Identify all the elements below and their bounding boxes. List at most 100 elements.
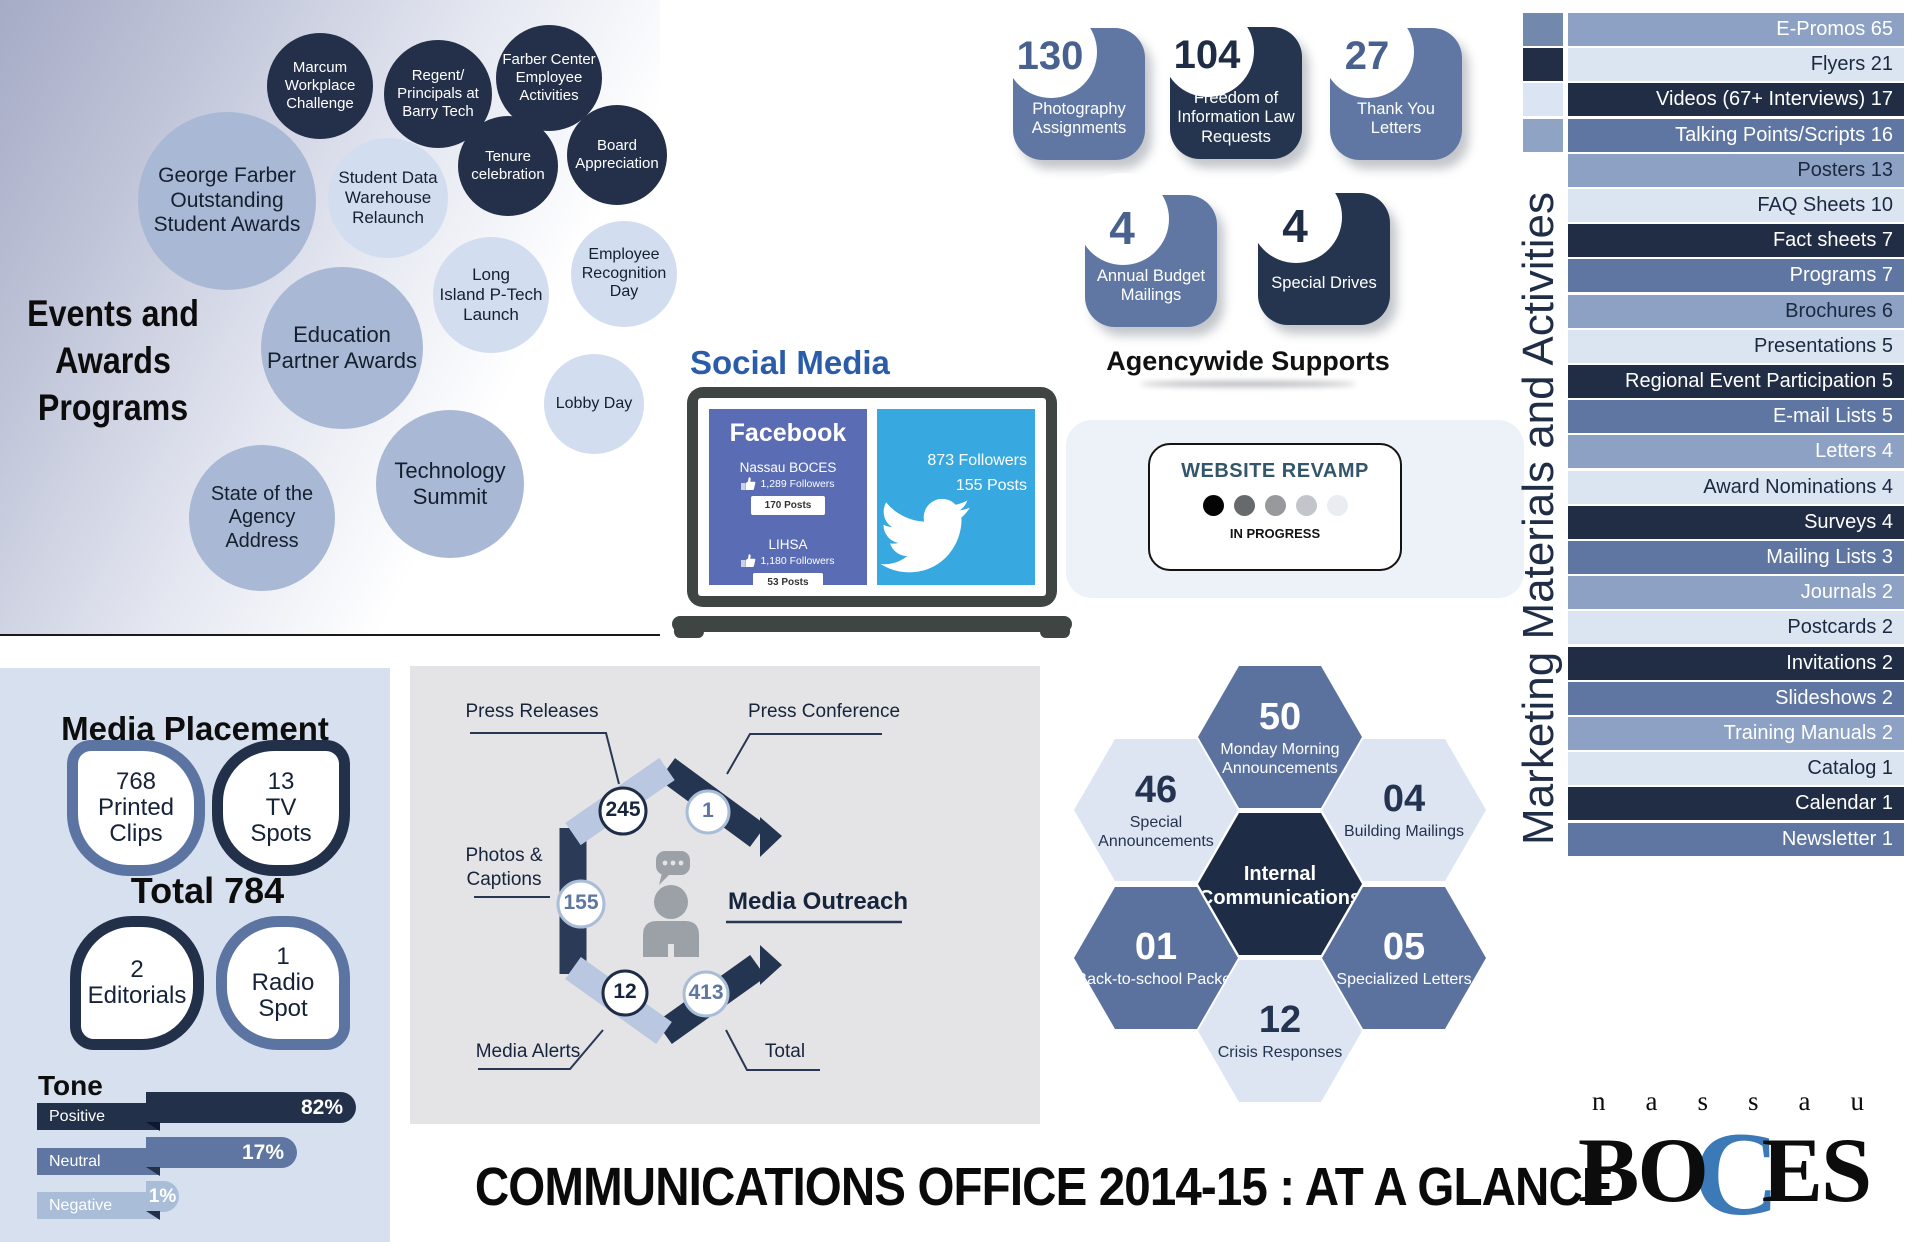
bubble-long-island-p-tech-launch: Long Island P-Tech Launch	[433, 237, 549, 353]
marketing-row-surveys-4: Surveys 4	[1568, 505, 1904, 539]
progress-dot-5	[1326, 495, 1348, 516]
card-notch	[1162, 5, 1254, 97]
marketing-key-square-4	[1523, 118, 1563, 152]
marketing-row-training-manuals-2: Training Manuals 2	[1568, 717, 1904, 750]
marketing-row-postcards-2: Postcards 2	[1568, 611, 1904, 645]
card-label: Photography Assignments	[1031, 99, 1127, 137]
logo-nassau-text: nassau	[1592, 1086, 1904, 1116]
tone-label-neutral: Neutral	[37, 1148, 159, 1175]
hex-value: 05	[1382, 926, 1426, 968]
outreach-value-photos-captions: 155	[563, 891, 599, 914]
social-media-title: Social Media	[690, 344, 890, 381]
bubble-technology-summit: Technology Summit	[376, 410, 524, 558]
petal-line: Radio	[251, 969, 315, 996]
twitter-posts: 155 Posts	[955, 476, 1027, 494]
hex-label: Back-to-school Packet	[1076, 971, 1236, 988]
outreach-value-press-releases: 245	[605, 798, 641, 821]
logo-letter-o: O	[1637, 1119, 1709, 1221]
tone-fold	[146, 1122, 160, 1131]
marketing-row-regional-event-participation-5: Regional Event Participation 5	[1568, 365, 1904, 398]
bubble-education-partner-awards: Education Partner Awards	[261, 267, 423, 429]
node-circle	[556, 879, 606, 929]
tone-fold	[146, 1211, 160, 1220]
petal-line: 2	[130, 956, 144, 983]
person-icon	[643, 885, 699, 957]
marketing-key-square-1	[1523, 13, 1563, 46]
thumbs-up-icon	[741, 554, 756, 567]
marketing-key-square-3	[1523, 83, 1563, 117]
petal-line: 768	[115, 768, 157, 795]
bubble-regent-principals-at-barry-tech: Regent/ Principals at Barry Tech	[384, 40, 492, 148]
facebook-account-name: Nassau BOCES	[739, 460, 837, 475]
outreach-label-press-releases: Press Releases	[465, 701, 599, 722]
hex-label: Monday Morning Announcements	[1220, 740, 1340, 777]
facebook-posts-badge: 53 Posts	[753, 573, 823, 592]
logo-letter-b: B	[1578, 1119, 1639, 1221]
outreach-label-photos-captions: Photos & Captions	[465, 845, 543, 890]
tone-label-negative: Negative	[37, 1192, 159, 1219]
bubble-tenure-celebration: Tenure celebration	[458, 116, 558, 216]
hex-label: Special Announcements	[1098, 813, 1214, 850]
hex-label: Building Mailings	[1343, 823, 1465, 840]
page-title: COMMUNICATIONS OFFICE 2014-15 : AT A GLA…	[474, 1157, 1614, 1217]
agencywide-title: Agencywide Supports	[1098, 346, 1398, 377]
petal-line: TV	[265, 794, 297, 821]
facebook-logo-text: Facebook	[729, 419, 847, 447]
tone-chart-title: Tone	[38, 1070, 103, 1101]
bubble-lobby-day: Lobby Day	[544, 354, 644, 454]
marketing-row-e-mail-lists-5: E-mail Lists 5	[1568, 400, 1904, 434]
marketing-row-letters-4: Letters 4	[1568, 435, 1904, 469]
card-value: 4	[1282, 200, 1308, 252]
events-title-line2: Awards	[55, 340, 171, 381]
card-value: 27	[1344, 34, 1390, 78]
marketing-row-presentations-5: Presentations 5	[1568, 329, 1904, 363]
progress-dot-2	[1233, 495, 1255, 516]
progress-dot-4	[1295, 495, 1317, 516]
marketing-row-calendar-1: Calendar 1	[1568, 787, 1904, 821]
bubble-farber-center-employee-activities: Farber Center Employee Activities	[496, 25, 602, 131]
petal-line: Editorials	[87, 982, 187, 1009]
card-value: 130	[1016, 34, 1084, 78]
card-notch	[1077, 173, 1169, 265]
ring-arrow-tip	[760, 945, 782, 985]
marketing-row-brochures-6: Brochures 6	[1568, 294, 1904, 328]
hex-label: Specialized Letters	[1336, 971, 1472, 988]
thumbs-up-icon	[741, 477, 756, 490]
media-outreach-title: Media Outreach	[727, 888, 909, 915]
card-label: Special Drives	[1271, 274, 1377, 293]
petal-line: Spot	[258, 995, 308, 1022]
facebook-account: Nassau BOCES 1,289 Followers 170 Posts	[709, 460, 867, 515]
progress-dots	[1150, 495, 1400, 516]
hex-label: Internal Communications	[1198, 862, 1362, 909]
outreach-label-total: Total	[764, 1041, 806, 1062]
progress-dot-3	[1264, 495, 1286, 516]
logo-letter-s: S	[1820, 1119, 1872, 1221]
marketing-vertical-title: Marketing Materials and Activities	[1506, 162, 1572, 874]
media-placement-total: Total 784	[130, 870, 285, 911]
nassau-boces-logo: nassau BOCES	[1578, 1086, 1918, 1234]
card-notch	[1250, 171, 1342, 263]
events-title-line3: Programs	[37, 387, 189, 428]
petal-line: 13	[267, 768, 295, 795]
facebook-account-name: LIHSA	[768, 537, 808, 552]
internal-hex-internal-communications: Internal Communications	[1198, 813, 1362, 955]
marketing-row-programs-7: Programs 7	[1568, 259, 1904, 293]
bubble-student-data-warehouse-relaunch: Student Data Warehouse Relaunch	[328, 138, 448, 258]
media-outreach-diagram	[470, 732, 902, 1071]
node-circle	[598, 786, 648, 836]
outreach-label-press-conference: Press Conference	[747, 701, 901, 722]
hex-value: 12	[1258, 999, 1302, 1041]
marketing-row-award-nominations-4: Award Nominations 4	[1568, 470, 1904, 504]
petal-line: Spots	[250, 820, 312, 847]
hex-value: 04	[1382, 778, 1426, 820]
